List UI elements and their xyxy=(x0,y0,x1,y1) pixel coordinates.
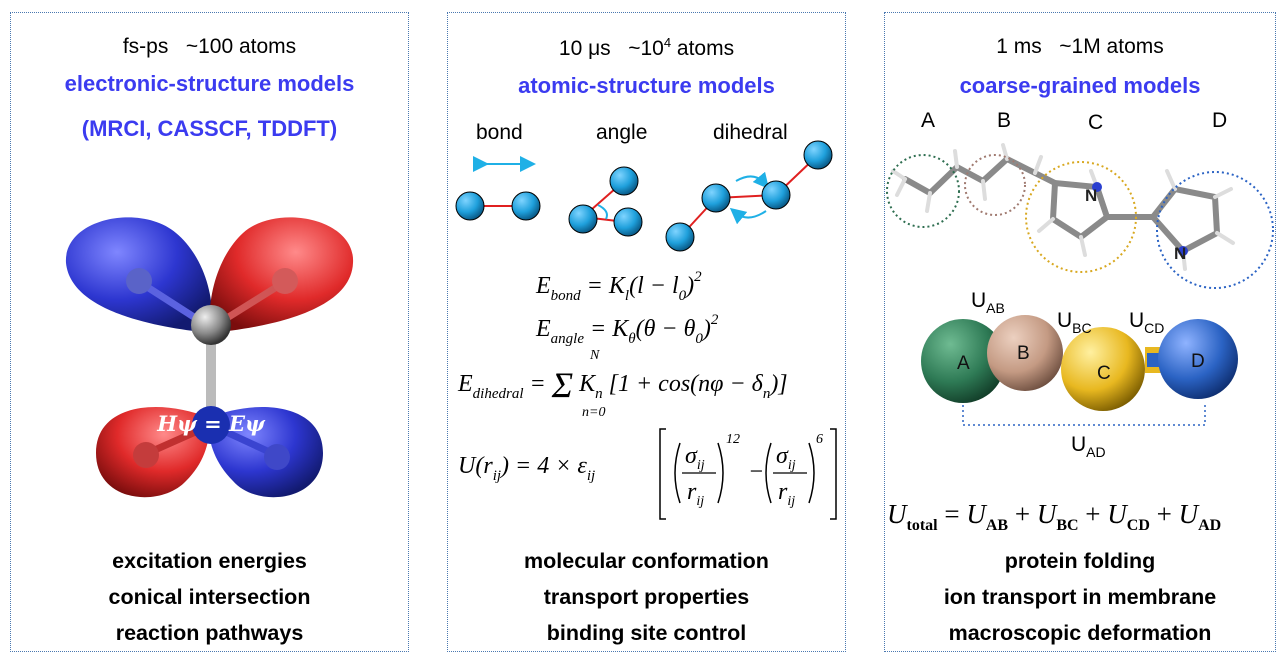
system-size: ~10 xyxy=(628,37,664,60)
term-bond: bond xyxy=(476,121,523,144)
application-item: conical intersection xyxy=(108,585,311,609)
timescale: 10 μs xyxy=(558,37,611,60)
cg-beads-figure: A B C D UAB UBC UCD UAD xyxy=(921,289,1238,460)
group-label-d: D xyxy=(1212,109,1228,132)
application-item: binding site control xyxy=(546,621,747,645)
svg-text:6: 6 xyxy=(816,432,823,447)
svg-text:rij: rij xyxy=(778,479,795,509)
panel3-title: coarse-grained models xyxy=(959,73,1201,98)
group-label-b: B xyxy=(997,109,1012,132)
schrodinger-label: Hψ = Eψ xyxy=(156,411,266,436)
panel2-title: atomic-structure models xyxy=(518,73,775,98)
svg-text:rij: rij xyxy=(687,479,704,509)
svg-text:Utotal = UAB + UBC + UCD + UAD: Utotal = UAB + UBC + UCD + UAD xyxy=(887,499,1221,534)
svg-text:N: N xyxy=(1174,244,1186,263)
panel3-scale: 1 ms ~1M atoms xyxy=(885,35,1275,59)
application-item: protein folding xyxy=(1004,549,1156,573)
bead-label-b: B xyxy=(1017,343,1030,364)
application-item: transport properties xyxy=(543,585,750,609)
system-size: ~100 atoms xyxy=(185,35,297,58)
application-item: reaction pathways xyxy=(115,621,304,645)
system-size: ~1M atoms xyxy=(1059,35,1164,58)
timescale: 1 ms xyxy=(996,35,1042,58)
u-ad-label: UAD xyxy=(1071,433,1106,460)
group-label-a: A xyxy=(921,109,936,132)
application-item: ion transport in membrane xyxy=(943,585,1217,609)
eq-angle: Eangle = Kθ(θ − θ0)2 xyxy=(535,312,719,347)
system-size-unit: atoms xyxy=(671,37,735,60)
application-item: molecular conformation xyxy=(524,549,769,573)
panel1-subtitle: (MRCI, CASSCF, TDDFT) xyxy=(81,116,338,141)
total-equation: Utotal = UAB + UBC + UCD + UAD xyxy=(887,499,1221,534)
bead-label-d: D xyxy=(1191,351,1205,372)
panel-coarse-grained: 1 ms ~1M atoms coarse-grained models A B… xyxy=(884,12,1276,652)
svg-text:−: − xyxy=(748,459,764,485)
panel3-applications: protein folding ion transport in membran… xyxy=(885,543,1275,651)
svg-text:n=0: n=0 xyxy=(582,405,605,420)
term-angle: angle xyxy=(596,121,648,144)
panel-atomic: 10 μs ~104 atoms atomic-structure models… xyxy=(447,12,846,652)
u-cd-label: UCD xyxy=(1129,309,1164,336)
eq-dihedral: Edihedral = Σ Kn [1 + cos(nφ − δn)] xyxy=(457,365,788,405)
u-bc-label: UBC xyxy=(1057,309,1092,336)
panel1-title: electronic-structure models xyxy=(64,71,355,96)
force-field-terms-figure xyxy=(455,140,833,252)
u-ab-label: UAB xyxy=(971,289,1005,316)
svg-text:σij: σij xyxy=(685,443,705,473)
bead-label-c: C xyxy=(1097,363,1111,384)
svg-text:N: N xyxy=(589,348,600,363)
panel2-scale: 10 μs ~104 atoms xyxy=(448,35,845,61)
application-item: macroscopic deformation xyxy=(948,621,1212,645)
system-size-exponent: 4 xyxy=(663,35,672,50)
molecule-figure: N N xyxy=(886,143,1274,289)
orbital-figure: Hψ = Eψ xyxy=(65,217,354,498)
panel1-applications: excitation energies conical intersection… xyxy=(11,543,408,651)
panel-electronic: fs-ps ~100 atoms electronic-structure mo… xyxy=(10,12,409,652)
equations-figure: Ebond = Kl(l − l0)2 Eangle = Kθ(θ − θ0)2… xyxy=(457,269,837,520)
term-dihedral: dihedral xyxy=(713,121,788,144)
eq-bond: Ebond = Kl(l − l0)2 xyxy=(535,269,702,304)
eq-lennard-jones: U(rij) = 4 × εij xyxy=(458,453,595,484)
panel2-applications: molecular conformation transport propert… xyxy=(448,543,845,651)
panel1-scale: fs-ps ~100 atoms xyxy=(11,35,408,59)
svg-text:σij: σij xyxy=(776,443,796,473)
timescale: fs-ps xyxy=(122,35,169,58)
application-item: excitation energies xyxy=(112,549,307,573)
svg-text:N: N xyxy=(1085,186,1097,205)
bead-label-a: A xyxy=(957,353,970,374)
svg-text:12: 12 xyxy=(726,432,740,447)
group-label-c: C xyxy=(1088,111,1104,134)
